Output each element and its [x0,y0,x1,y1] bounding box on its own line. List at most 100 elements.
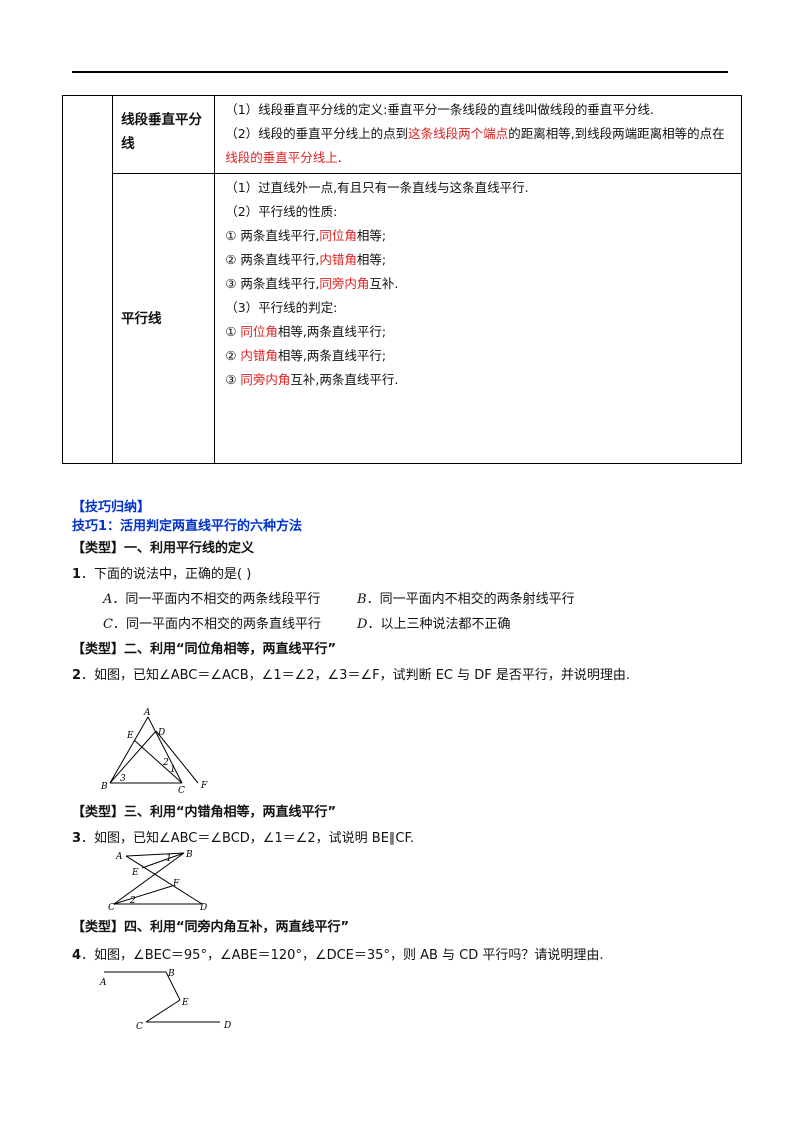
line-text: 相等,两条直线平行; [277,348,387,363]
question-text: ．下面的说法中，正确的是( ) [81,567,252,582]
table-row: 线段垂直平分线 （1）线段垂直平分线的定义:垂直平分一条线段的直线叫做线段的垂直… [61,95,742,464]
term-cell: 线段垂直平分线 [112,95,216,174]
question-number: 1 [72,567,82,582]
question-4: 4．如图，∠BEC＝95°，∠ABE＝120°，∠DCE＝35°，则 AB 与 … [72,944,604,963]
line-text: ③ 两条直线平行, [225,276,320,291]
option-a: A．同一平面内不相交的两条线段平行 [103,588,320,607]
term-label: 线段垂直平分线 [121,112,203,152]
option-text: ．同一平面内不相交的两条射线平行 [366,592,575,607]
content-line: ③ 两条直线平行,同旁内角互补. [215,272,741,296]
fig3-label-c: C [108,903,115,913]
question-text: ．如图，已知∠ABC＝∠ACB，∠1＝∠2，∠3＝∠F，试判断 EC 与 DF … [81,668,631,683]
content-line: ③ 同旁内角互补,两条直线平行. [215,368,741,392]
highlight-text: 同位角 [319,228,357,243]
question-number: 2 [72,668,82,683]
line-text: （1）过直线外一点,有且只有一条直线与这条直线平行. [225,180,529,195]
option-text: ．同一平面内不相交的两条直线平行 [112,617,321,632]
figure-2: A E D 2 1 3 B C F [100,708,208,796]
line-text: ② 两条直线平行, [225,252,320,267]
definition-table: 线段垂直平分线 （1）线段垂直平分线的定义:垂直平分一条线段的直线叫做线段的垂直… [61,95,742,464]
fig2-label-f: F [200,781,208,791]
option-letter: A [103,592,113,607]
content-line: （2）平行线的性质: [215,200,741,224]
line-text: ① 两条直线平行, [225,228,320,243]
table-row: 平行线 （1）过直线外一点,有且只有一条直线与这条直线平行. （2）平行线的性质:… [63,173,742,464]
option-letter: C [103,617,113,632]
type-heading-2: 【类型】二、利用“同位角相等，两直线平行” [72,642,337,657]
fig4-label-c: C [136,1022,143,1032]
line-text: . [337,150,342,165]
fig2-label-3: 3 [120,774,126,784]
line-text: ② [225,348,241,363]
fig4-label-e: E [181,998,189,1008]
header-rule [72,71,728,73]
fig3-label-1: 1 [166,854,172,864]
type-heading-1: 【类型】一、利用平行线的定义 [72,541,255,556]
line-text: 相等; [356,228,387,243]
highlight-text: 这条线段两个端点 [408,126,509,141]
term-label: 平行线 [121,310,162,327]
table-left-cell [61,95,114,464]
option-b: B．同一平面内不相交的两条射线平行 [357,588,575,607]
fig4-label-a: A [99,978,107,988]
question-number: 3 [72,831,82,846]
question-3: 3．如图，已知∠ABC＝∠BCD，∠1＝∠2，试说明 BE∥CF. [72,827,414,846]
content-line: （1）过直线外一点,有且只有一条直线与这条直线平行. [215,176,741,200]
content-line: ② 内错角相等,两条直线平行; [215,344,741,368]
fig3-label-2: 2 [129,896,136,906]
highlight-text: 同旁内角 [319,276,370,291]
option-d: D．以上三种说法都不正确 [357,613,510,632]
fig3-label-e: E [131,868,139,878]
fig2-label-d: D [157,728,165,738]
line-text: 互补. [369,276,399,291]
fig2-label-b: B [100,782,108,792]
fig2-label-1: 1 [170,765,176,775]
fig2-label-c: C [178,786,185,796]
fig3-label-d: D [199,903,207,913]
content-line: （2）线段的垂直平分线上的点到这条线段两个端点的距离相等,到线段两端距离相等的点… [215,122,741,170]
question-text: ．如图，已知∠ABC＝∠BCD，∠1＝∠2，试说明 BE∥CF. [81,831,415,846]
content-line: ① 同位角相等,两条直线平行; [215,320,741,344]
line-text: （1）线段垂直平分线的定义:垂直平分一条线段的直线叫做线段的垂直平分线. [225,102,654,117]
option-letter: D [357,617,368,632]
highlight-text: 同旁内角 [240,372,291,387]
content-line: ② 两条直线平行,内错角相等; [215,248,741,272]
line-text: 互补,两条直线平行. [290,372,399,387]
fig2-label-a: A [143,708,151,718]
line-text: （2）平行线的性质: [225,204,338,219]
question-1: 1．下面的说法中，正确的是( ) [72,563,251,582]
content-cell: （1）线段垂直平分线的定义:垂直平分一条线段的直线叫做线段的垂直平分线. （2）线… [214,95,742,174]
type-heading-3: 【类型】三、利用“内错角相等，两直线平行” [72,805,337,820]
option-text: ．同一平面内不相交的两条线段平行 [112,592,321,607]
content-lines: （1）过直线外一点,有且只有一条直线与这条直线平行. （2）平行线的性质: ① 两条… [215,176,741,392]
section-heading: 【技巧归纳】 [72,500,151,515]
option-c: C．同一平面内不相交的两条直线平行 [103,613,321,632]
highlight-text: 同位角 [240,324,278,339]
fig3-label-f: F [172,879,180,889]
option-letter: B [357,592,367,607]
content-line: ① 两条直线平行,同位角相等; [215,224,741,248]
type-heading-4: 【类型】四、利用“同旁内角互补，两直线平行” [72,920,350,935]
tip-title: 技巧1：活用判定两直线平行的六种方法 [72,519,303,534]
highlight-text: 内错角 [319,252,357,267]
line-text: 相等,两条直线平行; [277,324,387,339]
term-cell: 平行线 [112,173,216,464]
question-number: 4 [72,948,82,963]
highlight-text: 线段的垂直平分线上 [225,150,338,165]
fig3-label-b: B [185,850,193,860]
fig3-label-a: A [115,852,123,862]
line-text: ① [225,324,241,339]
line-text: （3）平行线的判定: [225,300,338,315]
option-text: ．以上三种说法都不正确 [367,617,511,632]
fig2-label-e: E [126,731,134,741]
fig4-label-d: D [223,1021,231,1031]
figure-3: A B 1 E F 2 C D [108,850,207,913]
content-cell: （1）过直线外一点,有且只有一条直线与这条直线平行. （2）平行线的性质: ① 两条… [214,173,742,464]
content-lines: （1）线段垂直平分线的定义:垂直平分一条线段的直线叫做线段的垂直平分线. （2）线… [215,98,741,170]
line-text: 相等; [356,252,387,267]
content-line: （3）平行线的判定: [215,296,741,320]
highlight-text: 内错角 [240,348,278,363]
question-text: ．如图，∠BEC＝95°，∠ABE＝120°，∠DCE＝35°，则 AB 与 C… [81,948,604,963]
fig2-label-2: 2 [162,758,169,768]
line-text: 的距离相等,到线段两端距离相等的点在 [508,126,725,141]
